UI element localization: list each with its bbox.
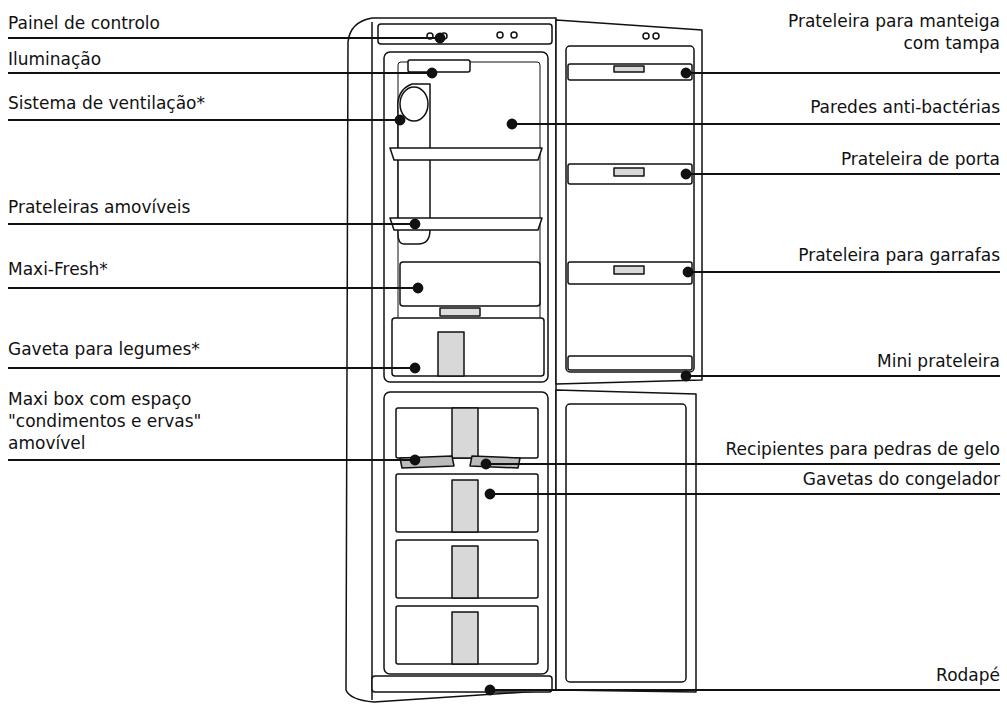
- leader-dot: [436, 34, 445, 43]
- part-label: Iluminação: [8, 48, 408, 70]
- door-knob: [653, 33, 659, 39]
- leader-line: [8, 223, 415, 225]
- leader-dot: [486, 686, 495, 695]
- leader-dot: [396, 116, 405, 125]
- vegetable-drawer: [392, 318, 544, 376]
- leader-line: [8, 119, 400, 121]
- leader-line: [686, 375, 1000, 377]
- drawer-handle: [440, 308, 480, 316]
- leader-line: [688, 271, 1000, 273]
- mini-shelf: [568, 356, 692, 370]
- part-label: Prateleira de porta: [700, 148, 1000, 170]
- part-label: Recipientes para pedras de gelo: [600, 438, 1000, 460]
- leader-line: [486, 463, 1000, 465]
- part-label: Maxi-Fresh*: [8, 258, 408, 280]
- leader-dot: [414, 284, 423, 293]
- drawer-strip: [452, 408, 478, 458]
- leader-line: [8, 459, 415, 461]
- leader-line: [8, 37, 440, 39]
- leader-line: [490, 689, 1000, 691]
- part-label: Prateleiras amovíveis: [8, 196, 408, 218]
- part-label: Maxi box com espaço "condimentos e ervas…: [8, 388, 258, 454]
- fridge-compartment: [384, 52, 548, 382]
- ice-tray: [470, 456, 520, 468]
- drawer-strip: [452, 480, 478, 532]
- part-label: Paredes anti-bactérias: [700, 96, 1000, 118]
- part-label: Gaveta para legumes*: [8, 338, 408, 360]
- part-label: Prateleira para manteiga com tampa: [785, 10, 1000, 54]
- drawer-strip: [438, 332, 464, 376]
- leader-dot: [411, 220, 420, 229]
- drawer-strip: [452, 612, 478, 664]
- leader-line: [686, 72, 1000, 74]
- leader-line: [8, 72, 432, 74]
- panel-knob: [511, 32, 517, 38]
- ice-tray: [400, 456, 454, 468]
- drawer-strip: [452, 546, 478, 598]
- shelf: [390, 218, 542, 230]
- freezer-drawer: [396, 606, 538, 664]
- part-label: Prateleira para garrafas: [700, 244, 1000, 266]
- bottle-shelf: [568, 262, 692, 284]
- freezer-drawer: [396, 540, 538, 598]
- door-liner: [566, 46, 694, 372]
- leader-dot: [682, 170, 691, 179]
- control-panel: [378, 24, 552, 44]
- leader-dot: [682, 69, 691, 78]
- leader-line: [8, 287, 418, 289]
- part-label: Mini prateleira: [700, 350, 1000, 372]
- freezer-drawer: [396, 474, 538, 532]
- leader-dot: [486, 490, 495, 499]
- leader-dot: [411, 364, 420, 373]
- leader-line: [490, 493, 1000, 495]
- cabinet-edge: [371, 22, 373, 700]
- part-label: Painel de controlo: [8, 12, 408, 34]
- maxi-fresh-box: [400, 262, 540, 306]
- leader-dot: [428, 69, 437, 78]
- leader-line: [686, 173, 1000, 175]
- leader-line: [8, 367, 415, 369]
- leader-dot: [411, 456, 420, 465]
- part-label: Gavetas do congelador: [600, 468, 1000, 490]
- fan: [400, 87, 428, 121]
- part-label: Rodapé: [700, 664, 1000, 686]
- freezer-compartment: [384, 392, 548, 674]
- leader-dot: [684, 268, 693, 277]
- butter-shelf: [568, 64, 692, 80]
- door-shelf: [568, 164, 692, 184]
- panel-knob: [497, 32, 503, 38]
- light-unit: [408, 60, 470, 72]
- shelf: [390, 148, 542, 160]
- maxi-box: [396, 408, 538, 458]
- leader-dot: [682, 372, 691, 381]
- door-liner: [566, 404, 686, 682]
- freezer-door: [556, 390, 696, 692]
- back-wall: [398, 62, 540, 362]
- leader-dot: [482, 460, 491, 469]
- shelf-tag: [614, 66, 644, 72]
- leader-dot: [508, 120, 517, 129]
- shelf-tag: [614, 168, 644, 176]
- door-knob: [643, 33, 649, 39]
- fridge-door: [556, 20, 702, 384]
- part-label: Sistema de ventilação*: [8, 92, 388, 114]
- shelf-tag: [614, 266, 644, 274]
- leader-line: [512, 123, 1000, 125]
